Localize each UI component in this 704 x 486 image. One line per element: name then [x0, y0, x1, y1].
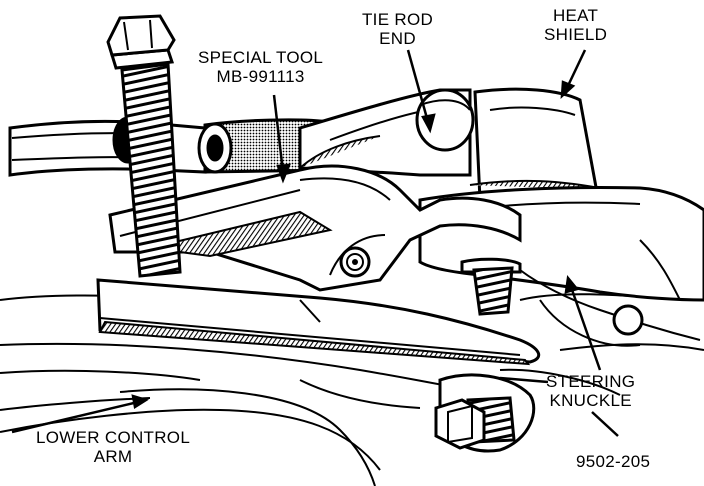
label-heat-shield-line1: HEAT [552, 6, 599, 25]
steering-knuckle-leader-b [568, 283, 602, 371]
figure-leader [591, 411, 619, 437]
special-tool-lower-jaw [96, 278, 541, 366]
label-lower-control-arm: LOWER CONTROL ARM [36, 428, 190, 466]
arrow-icon [276, 163, 291, 184]
label-tie-rod-end-line2: END [379, 29, 416, 48]
label-steering-knuckle-line1: STEERING [546, 372, 636, 391]
arrow-icon [560, 80, 576, 100]
label-lower-control-arm-line2: ARM [93, 447, 133, 466]
label-tie-rod-end: TIE ROD END [362, 10, 433, 48]
label-special-tool-line2: MB-991113 [216, 67, 305, 86]
heat-shield [469, 87, 611, 202]
leader-lines [11, 49, 619, 437]
lower-control-arm-leader [11, 400, 139, 434]
arrow-icon [421, 113, 436, 134]
arrow-icon [564, 275, 580, 294]
label-special-tool-line1: SPECIAL TOOL [198, 48, 324, 67]
label-heat-shield-line2: SHIELD [544, 25, 608, 44]
pivot-pin [339, 246, 371, 278]
label-tie-rod-end-line1: TIE ROD [362, 10, 434, 29]
figure-number: 9502-205 [576, 452, 651, 471]
arrow-icon [131, 394, 149, 410]
forcing-screw [106, 14, 182, 278]
label-steering-knuckle: STEERING KNUCKLE [546, 372, 635, 410]
label-special-tool: SPECIAL TOOL MB-991113 [198, 48, 323, 86]
label-heat-shield: HEAT SHIELD [544, 6, 607, 44]
ball-joint-stud [460, 257, 522, 316]
lower-ball-joint [434, 373, 536, 453]
label-steering-knuckle-line2: KNUCKLE [549, 391, 632, 410]
label-lower-control-arm-line1: LOWER CONTROL [36, 428, 191, 447]
tie-rod-leader [406, 49, 430, 123]
steering-knuckle-leader-a [499, 376, 549, 384]
special-tool-leader [272, 94, 285, 173]
tie-rod-end [298, 88, 475, 177]
